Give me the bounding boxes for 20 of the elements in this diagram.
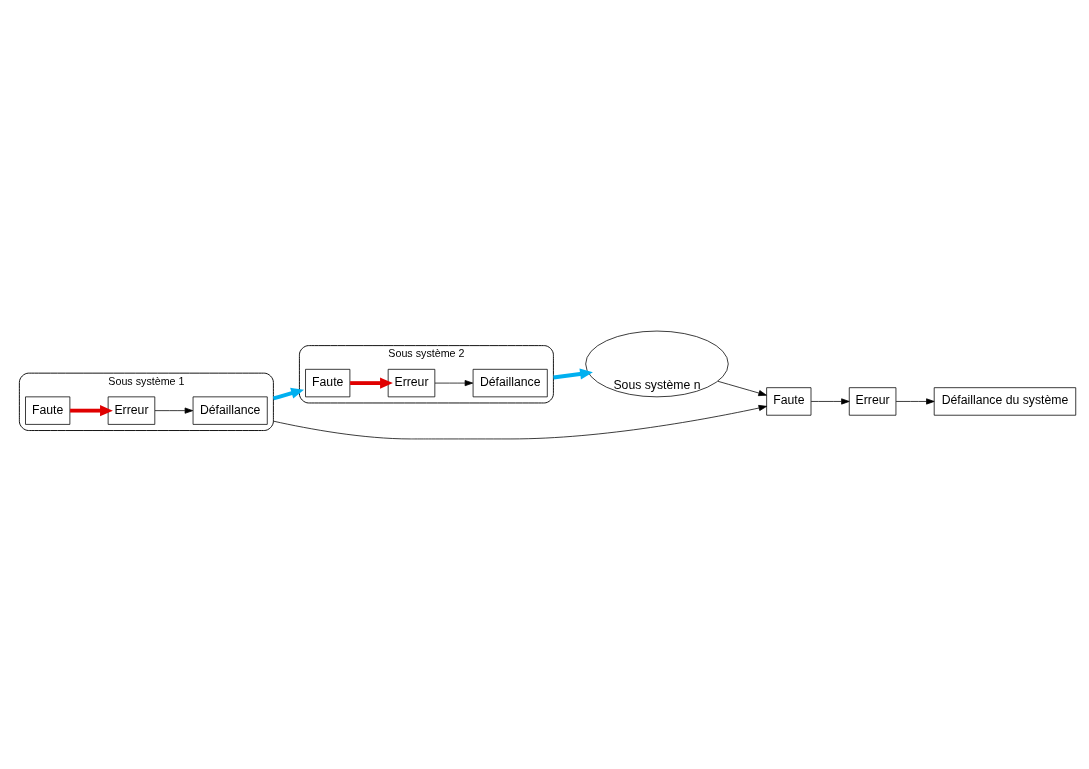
node-ellipse: Sous système n [585, 330, 729, 397]
node-box: Défaillance [472, 368, 548, 397]
arrow [553, 367, 593, 380]
arrow [350, 377, 393, 389]
arrow [434, 379, 474, 386]
arrow [272, 387, 304, 400]
node-box: Erreur [387, 368, 436, 397]
node-box: Faute [25, 395, 71, 425]
arrow [895, 397, 935, 404]
node-box: Faute [766, 386, 812, 416]
node-box: Erreur [848, 386, 897, 416]
arrow [810, 397, 850, 404]
node-box: Défaillance du système [933, 386, 1077, 416]
arrow [273, 404, 767, 439]
node-box: Défaillance [192, 395, 268, 425]
arrow [154, 407, 194, 414]
node-box: Faute [305, 368, 351, 397]
node-box: Erreur [107, 395, 156, 425]
arrow [70, 404, 113, 416]
arrow [717, 380, 767, 396]
